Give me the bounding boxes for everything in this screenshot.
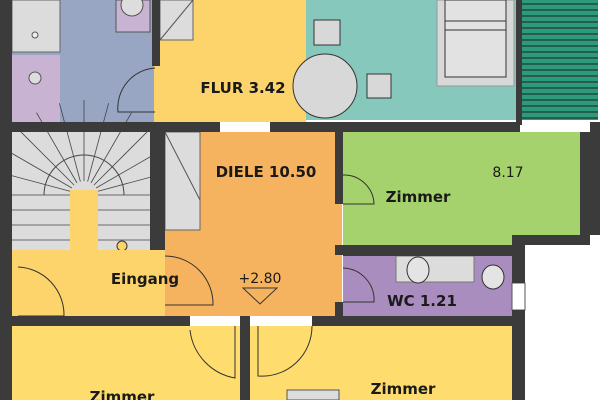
toilet-icon bbox=[481, 264, 505, 290]
zimmer-bottom-right bbox=[250, 326, 512, 400]
wc-label: WC 1.21 bbox=[387, 292, 457, 310]
diele-room-ext bbox=[165, 230, 205, 316]
bath-cabinet bbox=[12, 55, 60, 122]
bed-mattress bbox=[444, 0, 507, 78]
window bbox=[511, 282, 526, 311]
stair-arc bbox=[43, 154, 125, 196]
level-label: +2.80 bbox=[239, 271, 282, 287]
stair-landing bbox=[70, 190, 98, 250]
closet-diagonal bbox=[164, 131, 201, 201]
wc-basin-icon bbox=[406, 256, 430, 284]
level-marker-icon bbox=[241, 287, 279, 305]
zimmer-bottom-left bbox=[12, 326, 240, 400]
eingang-room bbox=[12, 250, 165, 316]
diele-closet bbox=[164, 131, 201, 231]
stair-step bbox=[87, 103, 109, 182]
chair bbox=[366, 73, 392, 99]
door-swings bbox=[17, 67, 375, 379]
stair-step bbox=[16, 127, 75, 186]
closet-diagonal bbox=[159, 0, 194, 41]
chair bbox=[313, 19, 341, 46]
eingang-label: Eingang bbox=[111, 270, 179, 288]
round-table bbox=[292, 53, 358, 119]
stair-post bbox=[116, 240, 128, 252]
stair-step bbox=[1, 147, 73, 189]
sink-icon bbox=[120, 0, 144, 17]
zimmer-label: Zimmer bbox=[386, 188, 451, 206]
stair-step bbox=[59, 103, 81, 182]
zimmer-bottom-right-label: Zimmer bbox=[371, 380, 436, 398]
basin-icon bbox=[28, 71, 42, 85]
balcony bbox=[520, 0, 598, 120]
drain-icon bbox=[31, 31, 39, 39]
balcony-slats bbox=[522, 3, 598, 119]
flur-label: FLUR 3.42 bbox=[200, 79, 285, 97]
diele-room bbox=[200, 132, 342, 316]
diele-label: DIELE 10.50 bbox=[216, 163, 317, 181]
zimmer-bottom-left-label: Zimmer bbox=[90, 388, 155, 400]
zimmer-area: 8.17 bbox=[492, 165, 523, 181]
desk bbox=[286, 389, 340, 400]
stair-step bbox=[93, 127, 152, 186]
bathtub bbox=[11, 0, 61, 53]
zimmer-green-room bbox=[343, 132, 580, 245]
